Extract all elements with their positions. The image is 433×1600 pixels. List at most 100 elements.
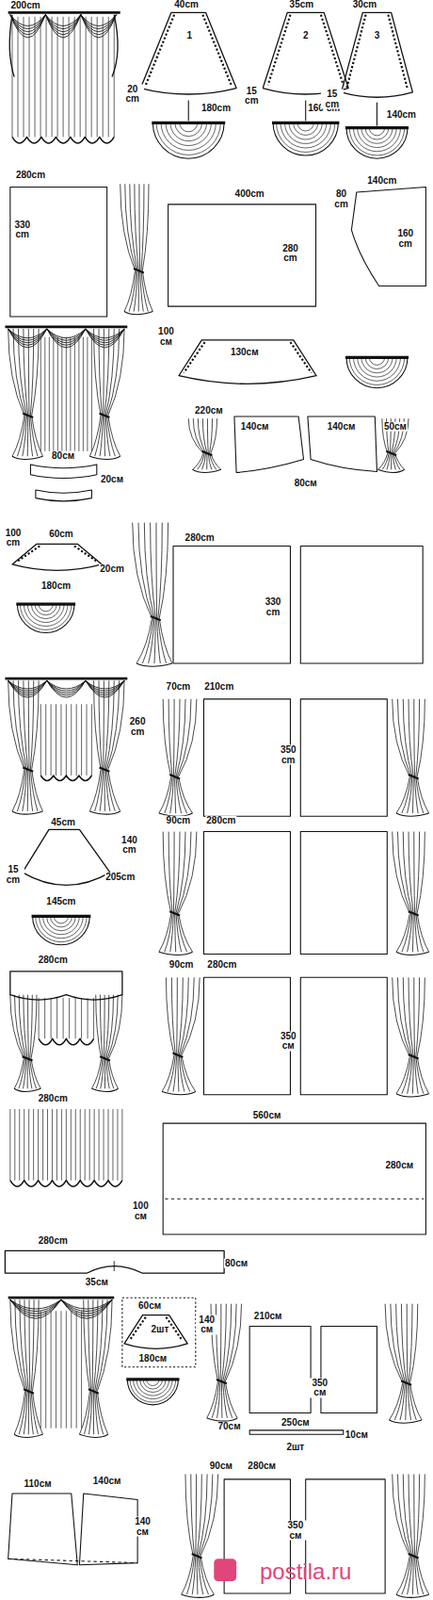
pattern-line xyxy=(70,1309,72,1427)
dimension-label: 280см xyxy=(246,1459,277,1471)
pattern-line xyxy=(164,831,173,952)
pattern-line xyxy=(12,136,114,143)
dimension-label: 140cm xyxy=(385,110,417,121)
pattern-line xyxy=(80,996,82,1038)
dimension-label: 280см xyxy=(384,1158,415,1170)
pattern-line xyxy=(416,976,430,1092)
pattern-line xyxy=(75,996,77,1038)
pattern-line xyxy=(102,16,104,138)
pattern-line xyxy=(12,810,43,814)
pattern-line xyxy=(35,489,93,501)
dimension-label: 210см xyxy=(253,1310,284,1321)
dimension-label: 160 cm xyxy=(394,228,417,249)
pattern-line xyxy=(156,522,161,663)
pattern-line xyxy=(45,15,81,38)
pattern-line xyxy=(68,996,70,1038)
pattern-line xyxy=(168,204,317,306)
pattern-line xyxy=(104,994,109,1089)
pattern-line xyxy=(320,15,344,86)
pattern-line xyxy=(31,603,61,618)
pattern-line xyxy=(138,522,154,663)
pattern-line xyxy=(80,703,82,775)
pattern-line xyxy=(122,1296,196,1366)
pattern-line xyxy=(416,1472,424,1593)
pattern-line xyxy=(408,831,414,952)
pattern-line xyxy=(10,1179,123,1186)
pattern-line xyxy=(170,122,208,141)
pattern-line xyxy=(80,15,117,38)
pattern-line xyxy=(224,1302,241,1417)
pattern-line xyxy=(392,1472,411,1593)
pattern-line xyxy=(349,356,404,385)
pattern-line xyxy=(159,522,173,663)
pattern-line xyxy=(175,831,180,952)
pattern-line xyxy=(104,679,110,811)
pattern-line xyxy=(76,1309,78,1427)
pattern-line xyxy=(17,16,19,138)
pattern-line xyxy=(56,996,58,1038)
pattern-line xyxy=(55,1309,57,1427)
pattern-line xyxy=(84,1107,86,1180)
pattern-line xyxy=(357,128,398,148)
dimension-label: 145cm xyxy=(45,896,77,907)
dimension-label: 280cm xyxy=(15,170,47,181)
pattern-line xyxy=(103,1107,105,1180)
pattern-line xyxy=(107,994,118,1089)
pattern-line xyxy=(177,976,183,1091)
pattern-line xyxy=(23,16,25,138)
pattern-line xyxy=(60,703,62,775)
pattern-line xyxy=(47,679,86,697)
pattern-line xyxy=(346,15,367,90)
dimension-label: 45cm xyxy=(49,817,77,828)
pattern-line xyxy=(107,679,120,811)
pattern-line xyxy=(96,1298,113,1433)
dimension-label: 60cm xyxy=(48,529,75,540)
dimension-label: 350 см xyxy=(284,1519,307,1540)
dimension-label: 140 cm xyxy=(117,833,141,854)
pattern-line xyxy=(51,1107,53,1180)
pattern-line xyxy=(133,1378,174,1398)
pattern-line xyxy=(70,1107,72,1180)
pattern-line xyxy=(10,1298,62,1315)
pattern-line xyxy=(55,703,57,775)
pattern-line xyxy=(304,100,306,122)
pattern-line xyxy=(320,1324,378,1412)
pattern-line xyxy=(173,1052,184,1057)
pattern-line xyxy=(61,1298,113,1317)
pattern-line xyxy=(65,703,67,775)
pattern-line xyxy=(91,1087,118,1091)
pattern-line xyxy=(99,1055,111,1059)
pattern-line xyxy=(12,455,43,459)
pattern-line xyxy=(10,187,108,317)
pattern-line xyxy=(387,15,408,90)
dimension-label: 100 см xyxy=(128,1200,152,1220)
pattern-line xyxy=(192,1472,196,1593)
dimension-label: 2шт xyxy=(285,1440,305,1451)
pattern-line xyxy=(202,450,213,455)
pattern-line xyxy=(60,1309,62,1427)
dimension-label: 10см xyxy=(344,1427,369,1439)
pattern-line xyxy=(400,1379,412,1383)
pattern-line xyxy=(141,183,148,311)
pattern-line xyxy=(38,996,40,1038)
dimension-label: 40cm xyxy=(173,0,200,11)
pattern-line xyxy=(30,464,97,479)
pattern-line xyxy=(47,328,86,343)
pattern-line xyxy=(416,698,424,813)
pattern-line xyxy=(70,703,72,775)
pattern-line xyxy=(23,603,68,626)
pattern-line xyxy=(87,996,89,1038)
pattern-line xyxy=(351,187,426,287)
pattern-line xyxy=(396,950,430,954)
pattern-line xyxy=(30,328,38,456)
pattern-line xyxy=(10,15,47,33)
pattern-line xyxy=(365,128,389,140)
dimension-label: 2 xyxy=(302,31,310,42)
pattern-line xyxy=(408,976,414,1092)
pattern-line xyxy=(46,16,48,138)
dimension-label: 70cm xyxy=(165,681,193,692)
pattern-line xyxy=(47,679,86,694)
pattern-line xyxy=(8,679,48,697)
pattern-line xyxy=(9,1107,11,1180)
